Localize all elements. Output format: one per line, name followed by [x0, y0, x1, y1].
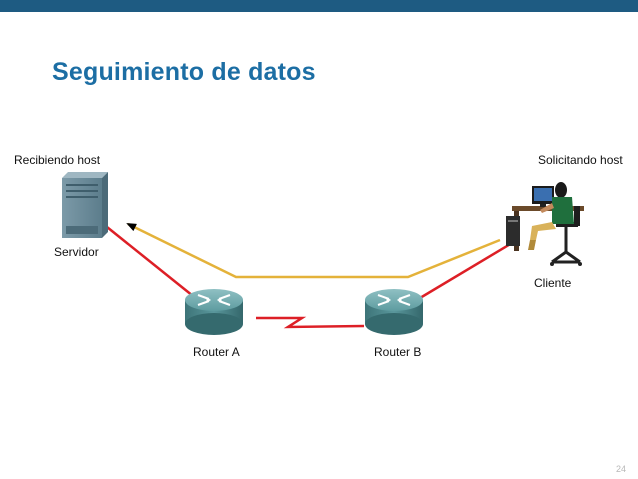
slide-title: Seguimiento de datos — [52, 58, 316, 86]
server-label: Servidor — [54, 245, 99, 259]
workstation-user-icon — [506, 182, 584, 266]
top-bar — [0, 0, 638, 12]
server-icon — [62, 172, 108, 238]
router-a-label: Router A — [193, 345, 240, 359]
router-a-icon — [185, 289, 243, 335]
router-b-label: Router B — [374, 345, 422, 359]
requesting-host-label: Solicitando host — [538, 153, 623, 167]
data-path-links — [101, 222, 513, 329]
link-server-router-a — [101, 222, 199, 301]
link-router-b-client — [419, 241, 513, 300]
serial-link-router-a-router-b — [256, 316, 365, 329]
router-b-icon — [365, 289, 423, 335]
receiving-host-label: Recibiendo host — [14, 153, 101, 167]
request-path-arrow — [126, 222, 501, 279]
page-number: 24 — [615, 464, 626, 474]
client-label: Cliente — [534, 276, 572, 290]
